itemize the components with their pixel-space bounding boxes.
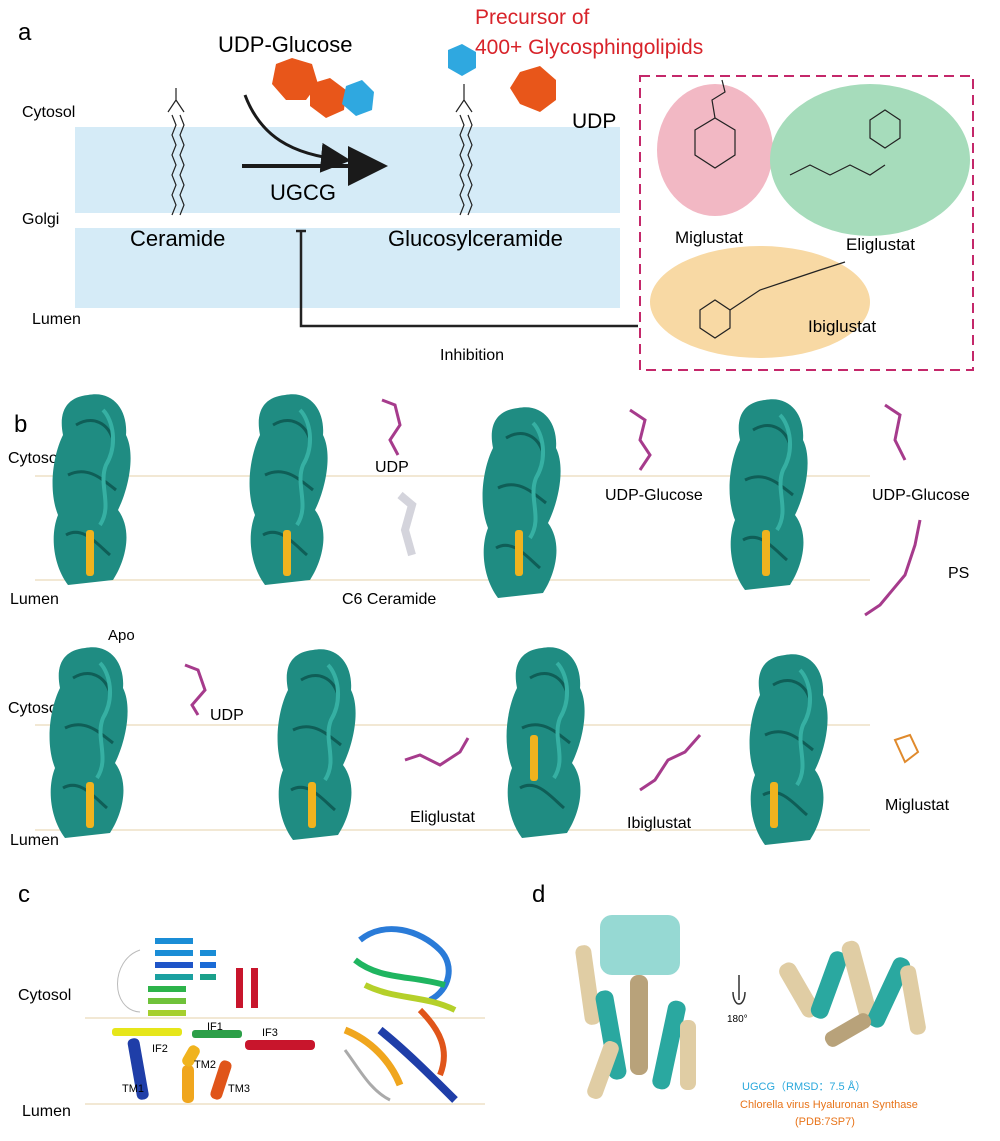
if3-label: IF3 bbox=[262, 1027, 278, 1039]
legend-ugcg: UGCG（RMSD：7.5 Å） bbox=[742, 1080, 866, 1093]
ligand-udp-glucose-b1: UDP-Glucose bbox=[605, 487, 703, 504]
tm2-label: TM2 bbox=[194, 1059, 216, 1071]
rotate-icon bbox=[732, 991, 746, 1005]
udp-glucose-label: UDP-Glucose bbox=[218, 32, 352, 57]
udp-product-label: UDP bbox=[572, 110, 616, 133]
tm1-label: TM1 bbox=[122, 1083, 144, 1095]
panel-a-label: a bbox=[18, 19, 32, 46]
ligand-udp-b3: UDP bbox=[210, 707, 244, 724]
rotation-label: 180° bbox=[727, 1014, 748, 1025]
panel-c-label: c bbox=[18, 881, 30, 908]
udp-glucose-curve-arrow bbox=[243, 94, 351, 173]
udp-product-hexagon-icon bbox=[510, 66, 556, 112]
panel-d-label: d bbox=[532, 881, 545, 908]
superposition-left-icon bbox=[575, 915, 696, 1099]
lumen-label-c: Lumen bbox=[22, 1103, 71, 1120]
cytosol-label-b2: Cytosol bbox=[8, 700, 61, 717]
udp-hexagon-2-icon bbox=[310, 78, 346, 118]
ugcg-label: UGCG bbox=[270, 180, 336, 205]
ligand-udp-glucose-b2: UDP-Glucose bbox=[872, 487, 970, 504]
helix-marker bbox=[515, 530, 523, 576]
ligand-udp-b1: UDP bbox=[375, 459, 409, 476]
legend-chlorella: Chlorella virus Hyaluronan Synthase bbox=[740, 1099, 918, 1111]
ligand-ps: PS bbox=[948, 565, 969, 582]
inhibitor-box bbox=[639, 75, 974, 371]
lumen-label-a: Lumen bbox=[32, 311, 81, 328]
inhibitor-structures-icon bbox=[694, 79, 901, 339]
udp-hexagon-icon bbox=[272, 58, 318, 100]
helix-marker bbox=[770, 782, 778, 828]
miglustat-bubble bbox=[657, 84, 773, 216]
superposition-right-icon bbox=[779, 940, 926, 1047]
golgi-label-a: Golgi bbox=[22, 211, 59, 228]
ligand-miglustat-b: Miglustat bbox=[885, 797, 950, 814]
density-map-ibiglustat bbox=[504, 645, 587, 840]
miglustat-density-icon bbox=[893, 733, 920, 764]
helix-marker bbox=[762, 530, 770, 576]
precursor-line2: 400+ Glycosphingolipids bbox=[475, 36, 703, 59]
ceramide-label: Ceramide bbox=[130, 226, 225, 251]
ligand-densities-row1-icon bbox=[381, 398, 922, 617]
glucosylceramide-label: Glucosylceramide bbox=[388, 226, 563, 251]
helix-marker bbox=[86, 782, 94, 828]
if2-label: IF2 bbox=[152, 1043, 168, 1055]
cytosol-label-b1: Cytosol bbox=[8, 450, 61, 467]
ligand-eliglustat-b: Eliglustat bbox=[410, 809, 475, 826]
lumen-label-b2: Lumen bbox=[10, 832, 59, 849]
cytosol-label-a: Cytosol bbox=[22, 104, 75, 121]
glucosylceramide-structure-icon bbox=[455, 84, 473, 216]
apo-label: Apo bbox=[108, 627, 135, 644]
membrane-upper-leaflet bbox=[75, 127, 620, 213]
lumen-label-b1: Lumen bbox=[10, 591, 59, 608]
membrane-lower-leaflet bbox=[75, 228, 620, 308]
ligand-c6-ceramide: C6 Ceramide bbox=[342, 591, 436, 608]
ribbon-structure-icon bbox=[343, 926, 458, 1103]
inhibition-label: Inhibition bbox=[440, 347, 504, 364]
helix-marker bbox=[308, 782, 316, 828]
eliglustat-label: Eliglustat bbox=[846, 235, 915, 254]
legend-pdb: (PDB:7SP7) bbox=[795, 1116, 855, 1128]
precursor-line1: Precursor of bbox=[475, 6, 590, 29]
panel-b-label: b bbox=[14, 411, 27, 438]
ibiglustat-label: Ibiglustat bbox=[808, 317, 876, 336]
ibiglustat-bubble bbox=[650, 246, 870, 358]
helix-marker bbox=[283, 530, 291, 576]
ceramide-structure-icon bbox=[167, 88, 185, 216]
c6-ceramide-density-icon bbox=[397, 491, 417, 557]
ligand-densities-row2-icon bbox=[184, 663, 702, 792]
inhibition-line bbox=[296, 229, 638, 328]
density-map-miglustat bbox=[747, 652, 830, 847]
topology-diagram bbox=[112, 938, 315, 1103]
helix-marker bbox=[86, 530, 94, 576]
density-map-eliglustat bbox=[275, 647, 358, 842]
helix-marker bbox=[530, 735, 538, 781]
miglustat-label: Miglustat bbox=[675, 228, 743, 247]
if1-label: IF1 bbox=[207, 1021, 223, 1033]
glucose-hexagon-icon bbox=[342, 80, 374, 116]
ligand-ibiglustat-b: Ibiglustat bbox=[627, 815, 692, 832]
tm3-label: TM3 bbox=[228, 1083, 250, 1095]
eliglustat-bubble bbox=[770, 84, 970, 236]
cytosol-label-c: Cytosol bbox=[18, 987, 71, 1004]
glucose-hexagon-product-icon bbox=[448, 44, 476, 76]
